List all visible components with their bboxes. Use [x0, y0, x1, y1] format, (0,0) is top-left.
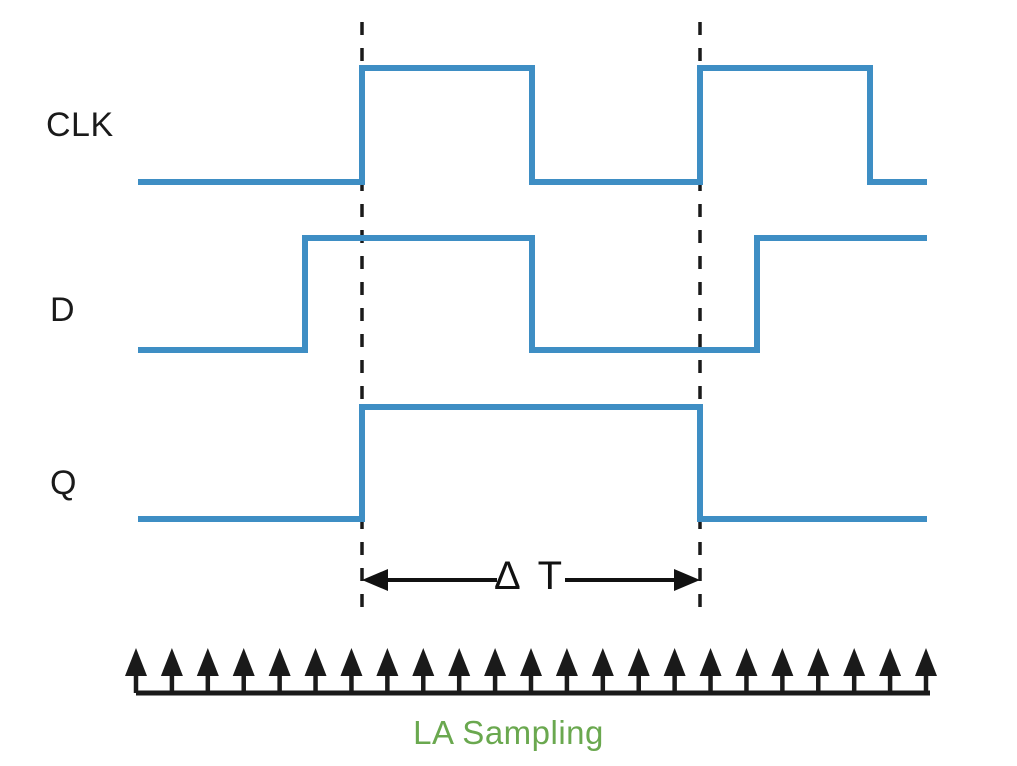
la-sampling-caption: LA Sampling — [413, 714, 604, 751]
sampling-arrow-head — [879, 648, 902, 676]
sampling-arrow-head — [268, 648, 291, 676]
arrow-head-right — [674, 569, 700, 591]
sampling-arrow-head — [304, 648, 327, 676]
sampling-arrow-head — [160, 648, 183, 676]
sampling-arrow-head — [340, 648, 363, 676]
sampling-arrow-head — [555, 648, 578, 676]
sampling-arrow-head — [627, 648, 650, 676]
sampling-arrow-head — [771, 648, 794, 676]
sampling-arrow-head — [843, 648, 866, 676]
sampling-arrow-head — [915, 648, 937, 676]
sampling-arrow-head — [412, 648, 435, 676]
delta-t-measurement-arrows — [362, 569, 700, 591]
sampling-arrow-head — [735, 648, 758, 676]
sampling-arrow-head — [448, 648, 471, 676]
signal-label-d: D — [50, 291, 76, 329]
sampling-arrow-head — [520, 648, 542, 676]
sampling-arrow-head — [484, 648, 507, 676]
signal-label-clk: CLK — [46, 106, 114, 144]
sampling-arrow-head — [663, 648, 686, 676]
sampling-arrow-head — [591, 648, 614, 676]
sampling-arrow-head — [232, 648, 255, 676]
waveform-q — [138, 404, 927, 522]
sampling-arrow-head — [376, 648, 399, 676]
sampling-arrow-head — [699, 648, 722, 676]
signal-label-q: Q — [50, 464, 77, 502]
sampling-arrow-head — [196, 648, 219, 676]
la-sampling-arrow-comb — [125, 648, 937, 696]
waveform-d — [138, 235, 927, 353]
sampling-arrow-head — [807, 648, 830, 676]
waveform-clk — [138, 65, 927, 185]
delta-t-label: Δ T — [494, 554, 567, 598]
arrow-head-left — [362, 569, 388, 591]
sampling-arrow-head — [125, 648, 147, 676]
